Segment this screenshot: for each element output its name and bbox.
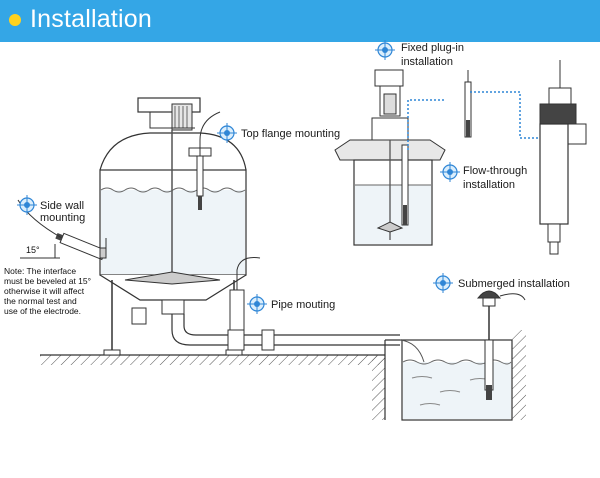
submerged-basin [399, 290, 526, 421]
crosshair-target-icon [246, 293, 268, 315]
label-top-flange: Top flange mounting [241, 128, 340, 140]
crosshair-target-icon [16, 194, 38, 216]
note-line: Note: The interface [4, 266, 76, 276]
angle-annotation: 15° [20, 244, 60, 259]
label-side-wall: Side wall [40, 200, 84, 212]
plug-in-vessel [334, 69, 446, 246]
angle-label: 15° [26, 245, 40, 255]
bullet-dot-icon [9, 14, 21, 26]
crosshair-target-icon [439, 161, 461, 183]
page-title: Installation [30, 5, 152, 33]
note-line: use of the electrode. [4, 306, 81, 316]
label-submerged: Submerged installation [458, 278, 570, 290]
label-flow-through: Flow-through [463, 165, 527, 177]
label-fixed-plug-in-2: installation [401, 56, 453, 68]
flow-through-cell [539, 60, 587, 255]
floor-ground [40, 339, 402, 420]
reactor-tank [17, 97, 247, 356]
bevel-note: Note: The interface must be beveled at 1… [4, 266, 91, 316]
note-line: otherwise it will affect [4, 286, 85, 296]
note-line: must be beveled at 15° [4, 276, 91, 286]
dashed-connectors [407, 91, 538, 150]
label-side-wall-2: mounting [40, 212, 85, 224]
label-fixed-plug-in: Fixed plug-in [401, 42, 464, 54]
label-flow-through-2: installation [463, 179, 515, 191]
note-line: the normal test and [4, 296, 77, 306]
pipeline [131, 257, 400, 351]
header-bar: Installation [0, 0, 600, 42]
crosshair-target-icon [432, 272, 454, 294]
plug-in-probe [464, 70, 472, 138]
crosshair-target-icon [374, 39, 396, 61]
label-pipe: Pipe mouting [271, 299, 335, 311]
